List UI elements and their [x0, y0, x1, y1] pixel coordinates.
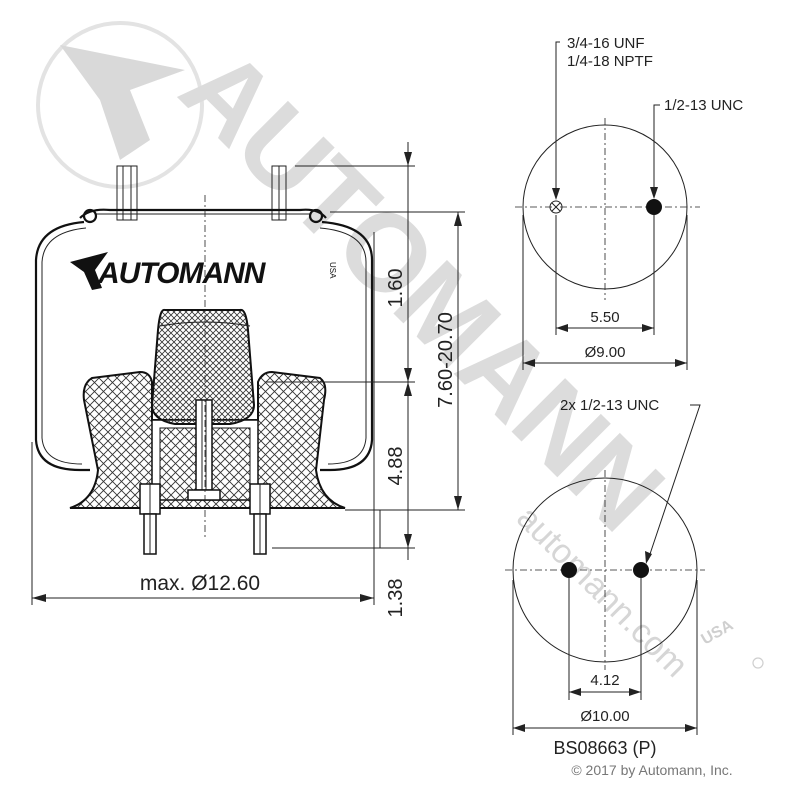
bottom-callout: 2x 1/2-13 UNC: [560, 397, 659, 414]
part-number: BS08663 (P): [553, 738, 656, 758]
dim-max-diameter: max. Ø12.60: [140, 572, 260, 595]
copyright: © 2017 by Automann, Inc.: [571, 762, 732, 778]
logo-suffix: USA: [328, 262, 337, 279]
registered-mark-icon: [752, 657, 764, 669]
air-spring-side-view: AUTOMANN USA: [34, 165, 374, 555]
air-port-icon: [549, 200, 563, 214]
bottom-diameter: Ø10.00: [580, 708, 629, 725]
top-callout-1: 3/4-16 UNF: [567, 35, 645, 52]
dim-lower-height: 4.88: [385, 447, 407, 486]
top-diameter: Ø9.00: [585, 344, 626, 361]
logo-brand: AUTOMANN: [97, 257, 267, 290]
watermark-suffix: USA: [699, 617, 737, 649]
top-spacing: 5.50: [590, 309, 619, 326]
dim-stud-height: 1.38: [385, 579, 407, 618]
top-stud-left: [116, 165, 138, 221]
bumper: [150, 308, 256, 425]
dim-stroke-range: 7.60-20.70: [435, 312, 457, 408]
bellows: [34, 220, 374, 472]
bottom-plate-view: 2x 1/2-13 UNC 4.12 Ø10.00: [505, 397, 705, 735]
top-callout-3: 1/2-13 UNC: [664, 97, 743, 114]
side-view-dimensions: 1.60 7.60-20.70 4.88 1.38 max. Ø12.60: [31, 142, 465, 618]
bottom-stud-hole-right-icon: [633, 562, 649, 578]
watermark-circle: [36, 21, 204, 189]
dim-upper-height: 1.60: [385, 269, 407, 308]
bottom-spacing: 4.12: [590, 672, 619, 689]
stud-hole-icon: [646, 199, 662, 215]
automann-logo: AUTOMANN USA: [70, 252, 337, 290]
top-callout-2: 1/4-18 NPTF: [567, 53, 653, 70]
logo-arrow-icon: [70, 252, 108, 290]
bottom-stud-hole-left-icon: [561, 562, 577, 578]
watermark-arrow-icon: [60, 45, 185, 160]
center-bolt: [195, 399, 213, 491]
top-plate-view: 3/4-16 UNF 1/4-18 NPTF 1/2-13 UNC 5.50 Ø…: [515, 35, 743, 370]
